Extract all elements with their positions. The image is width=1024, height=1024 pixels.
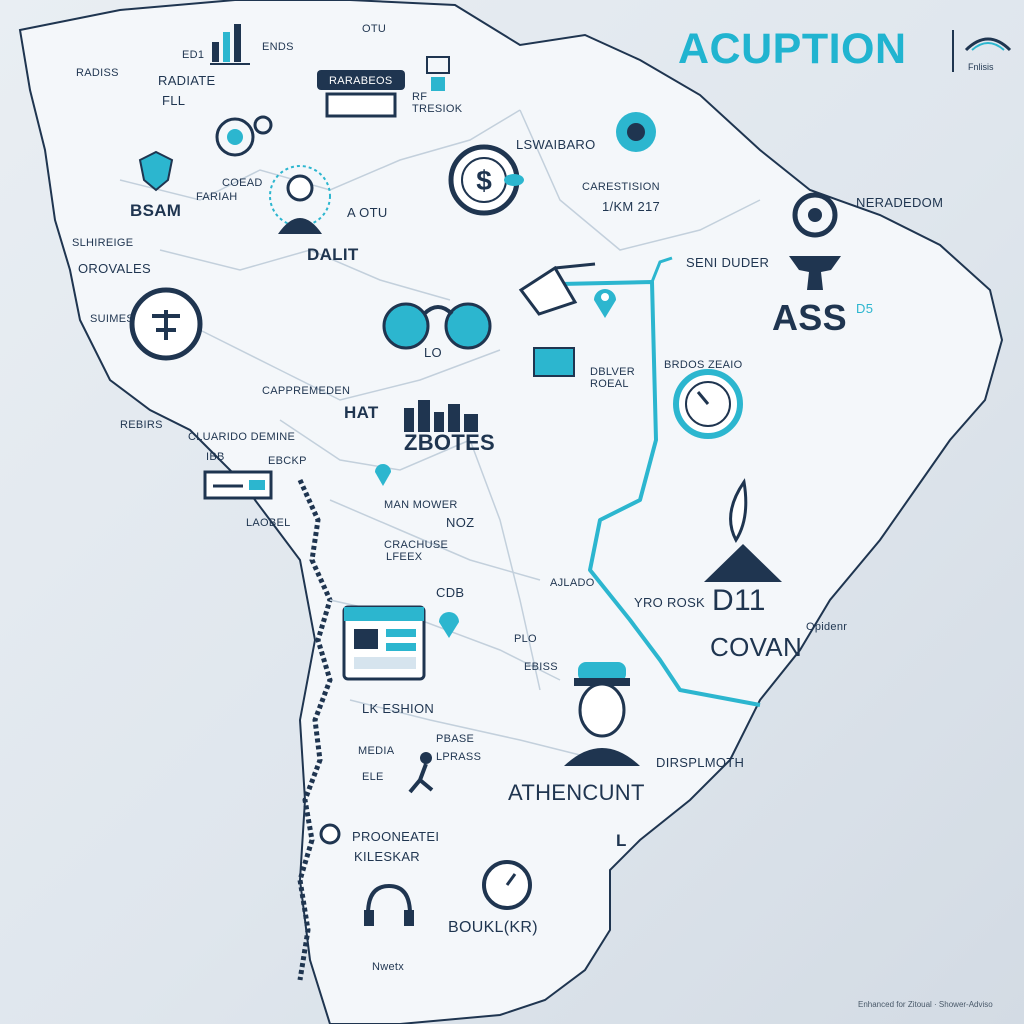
- dollar-coin-icon: $: [448, 144, 524, 216]
- gear-face-icon: [215, 115, 273, 157]
- map-pin-top-icon: [616, 112, 656, 152]
- label-ebiss: EBISS: [524, 661, 558, 673]
- label-bsam: BSAM: [130, 201, 182, 220]
- map-pin-icon: [594, 289, 616, 318]
- label-cluarido: CLUARIDO DEMINE: [188, 431, 296, 443]
- label-ends: ENDS: [262, 41, 294, 53]
- svg-text:$: $: [476, 165, 492, 196]
- highlight-route-top: [650, 256, 673, 283]
- label-pbase: PBASE: [436, 733, 475, 745]
- shield-icon: [138, 150, 174, 192]
- label-d5: D5: [856, 301, 874, 316]
- label-l-mark: L: [616, 831, 627, 850]
- label-rf: RF: [412, 91, 428, 103]
- label-plo: PLO: [514, 633, 537, 645]
- label-roeal: ROEAL: [590, 378, 629, 390]
- pin-icon-2: [439, 612, 459, 638]
- clock-icon: [482, 860, 532, 910]
- label-dirsplmoth: DIRSPLMOTH: [656, 755, 745, 770]
- label-covan: COVAN: [710, 632, 803, 662]
- label-zbotes: ZBOTES: [404, 430, 496, 455]
- hands-icon: [382, 302, 492, 350]
- label-suim: SUIMES: [90, 313, 134, 325]
- brand-divider: [952, 30, 954, 72]
- brand-subtitle: Fnlisis: [968, 62, 994, 72]
- label-radiate: RADIATE: [158, 73, 216, 88]
- runner-icon: [408, 752, 434, 794]
- drill-icon: [518, 262, 596, 316]
- label-cappremeden: CAPPREMEDEN: [262, 385, 351, 397]
- label-man-mower: MAN MOWER: [384, 499, 458, 511]
- label-ajlado: AJLADO: [550, 577, 595, 589]
- monitor-icon: [317, 70, 405, 118]
- label-coead: COEAD: [222, 177, 263, 189]
- label-ebckp: EBCKP: [268, 455, 307, 467]
- worker-face-icon: [564, 662, 640, 766]
- flame-icon: [704, 478, 782, 582]
- terminal-icon: [533, 347, 575, 377]
- label-seni-duder: SENI DUDER: [686, 255, 770, 270]
- label-laobel: LAOBEL: [246, 517, 291, 529]
- label-lprass: LPRASS: [436, 751, 482, 763]
- label-lfeex: LFEEX: [386, 551, 423, 563]
- label-carestion: CARESTISION: [582, 181, 660, 193]
- dashboard-window-icon: [342, 605, 426, 681]
- label-dalit: DALIT: [307, 245, 359, 264]
- label-kilesikar: KILESKAR: [354, 849, 420, 864]
- label-yro-rosk: YRO ROSK: [634, 595, 706, 610]
- headset-icon: [364, 883, 414, 926]
- label-cdb: CDB: [436, 585, 465, 600]
- label-d11: D11: [712, 584, 766, 617]
- label-rebirs: REBIRS: [120, 419, 163, 431]
- dot-icon: [319, 823, 341, 845]
- gauge-icon: [673, 369, 743, 439]
- label-tresiok: TRESIOK: [412, 103, 463, 115]
- label-athencunt: ATHENCUNT: [508, 780, 645, 805]
- label-neradedom: NERADEDOM: [856, 195, 944, 210]
- label-ibb: IBB: [206, 451, 225, 463]
- brand-title: ACUPTION: [678, 25, 907, 73]
- label-hat: HAT: [344, 403, 379, 422]
- person-icon: [269, 165, 331, 234]
- bridge-logo-icon: [964, 37, 1012, 52]
- label-nwetx: Nwetx: [372, 961, 405, 973]
- label-lk-eshion: LK ESHION: [362, 701, 435, 716]
- label-lswaibaro: LSWAIBARO: [516, 137, 596, 152]
- label-ed1: ED1: [182, 49, 205, 61]
- label-noz: NOZ: [446, 515, 475, 530]
- label-radiss: RADISS: [76, 67, 119, 79]
- highlight-route: [559, 280, 761, 707]
- label-a-otu: A OTU: [347, 205, 388, 220]
- label-dblver: DBLVER: [590, 366, 635, 378]
- label-slhireige: SLHIREIGE: [72, 237, 134, 249]
- label-date: 1/km 217: [602, 199, 661, 214]
- label-fariah: FARIAH: [196, 191, 238, 203]
- label-monitor-sign: RARABEOS: [329, 75, 393, 87]
- card-icon: [203, 470, 273, 500]
- bar-chart-icon: [210, 24, 250, 65]
- label-brdos: BRDOS ZEAIO: [664, 359, 743, 371]
- label-ass: ass: [772, 297, 847, 338]
- label-lo: LO: [424, 345, 442, 360]
- continent-landmass: [18, 0, 1004, 1024]
- label-crachse: CRACHUSE: [384, 539, 449, 551]
- label-bouklikr: BOUKL(KR): [448, 919, 538, 936]
- key-icon: [426, 56, 450, 91]
- label-media: MEDIA: [358, 745, 395, 757]
- coast-detail: [297, 478, 333, 981]
- image-credit: Enhanced for Zitoual · Shower-Adviso: [858, 1000, 993, 1009]
- label-ophdeny: Opidenr: [806, 621, 848, 633]
- wrench-circle-icon: [129, 287, 203, 361]
- target-icon: [792, 192, 838, 238]
- anvil-icon: [789, 256, 841, 290]
- label-ele: ELE: [362, 771, 384, 783]
- label-orovales: OROVALES: [78, 261, 151, 276]
- label-fll: FLL: [162, 93, 186, 108]
- skyline-icon: [404, 400, 478, 432]
- small-pin-icon: [375, 464, 391, 486]
- label-otu: OTU: [362, 23, 387, 35]
- label-prooneatei: PROONEATEI: [352, 829, 440, 844]
